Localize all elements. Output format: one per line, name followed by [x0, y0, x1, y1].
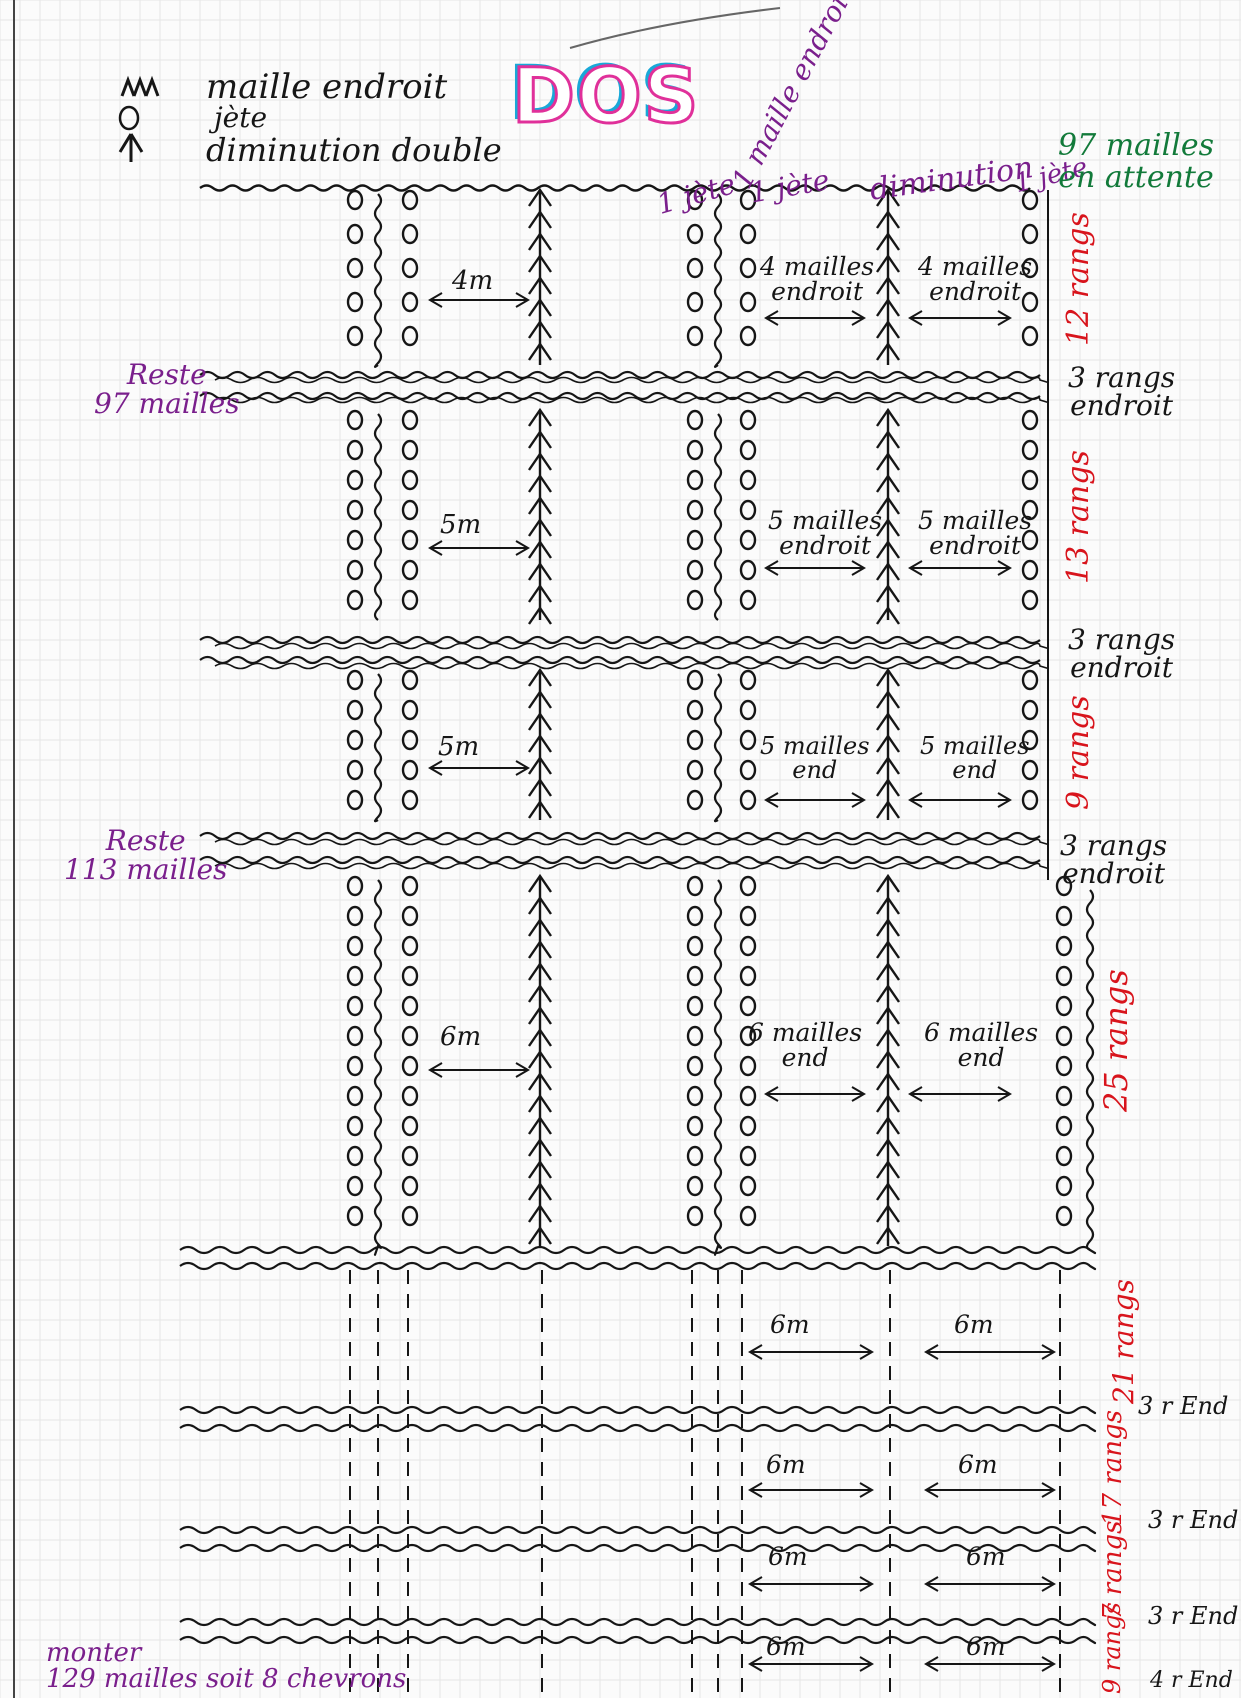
yarn-over-column	[1023, 441, 1037, 459]
yarn-over-column	[403, 701, 417, 719]
legend-label-knit: maille endroit	[206, 70, 447, 104]
lower-separator-wave	[180, 1545, 1095, 1551]
yarn-over-column	[403, 1207, 417, 1225]
separator-5-label: 3 r End	[1148, 1508, 1238, 1532]
section-2-left-count: 5m	[440, 512, 481, 538]
reste-97-note: Reste 97 mailles	[94, 360, 240, 419]
section-4-rows-label: 25 rangs	[1100, 969, 1132, 1112]
yarn-over-column	[1023, 701, 1037, 719]
edge-wave	[375, 880, 381, 1255]
section-5-mid-label: 6m	[770, 1312, 810, 1337]
yarn-over-column	[403, 1027, 417, 1045]
right-edge-wave	[1087, 890, 1093, 1250]
yarn-over-column	[741, 761, 755, 779]
separator-1-label: 3 rangs endroit	[1068, 364, 1175, 420]
yarn-over-column	[741, 441, 755, 459]
yarn-over-column	[1057, 907, 1071, 925]
section-1-left-count: 4m	[452, 268, 493, 294]
section-2-mid-label: 5 mailles endroit	[768, 508, 882, 558]
section-1-right-label: 4 mailles endroit	[918, 254, 1032, 304]
section-2-rows-label: 13 rangs	[1064, 450, 1094, 584]
yarn-over-column	[741, 327, 755, 345]
yarn-over-column	[403, 907, 417, 925]
section-6-rows-label: 17 rangs	[1100, 1410, 1126, 1526]
section-5-right-label: 6m	[954, 1312, 994, 1337]
section-3-mid-label: 5 mailles end	[760, 734, 870, 782]
yarn-over-column	[1057, 1027, 1071, 1045]
yarn-over-column	[403, 967, 417, 985]
section-8-mid-label: 6m	[766, 1634, 806, 1659]
separator-7-label: 4 r End	[1150, 1670, 1233, 1692]
stitches-on-hold-note: 97 mailles en attente	[1058, 130, 1214, 193]
lower-separator-wave	[180, 1247, 1095, 1253]
yarn-over-column	[1057, 1207, 1071, 1225]
section-8-rows-label: 9 rangs	[1100, 1602, 1124, 1694]
reste-113-note: Reste 113 mailles	[64, 826, 227, 885]
yarn-over-column	[741, 561, 755, 579]
yarn-over-column	[403, 1147, 417, 1165]
section-6-right-label: 6m	[958, 1452, 998, 1477]
legend-label-decrease: diminution double	[206, 134, 502, 166]
yarn-over-column	[1023, 327, 1037, 345]
section-3-left-count: 5m	[438, 734, 479, 760]
lower-separator-wave	[180, 1425, 1095, 1431]
section-5-rows-label: 21 rangs	[1110, 1279, 1138, 1404]
section-4-left-count: 6m	[440, 1024, 481, 1050]
yarn-over-column	[403, 293, 417, 311]
page-title: DOS	[512, 58, 700, 134]
yarn-over-column	[403, 501, 417, 519]
yarn-over-column	[1057, 1087, 1071, 1105]
section-4-mid-label: 6 mailles end	[748, 1020, 862, 1070]
section-7-mid-label: 6m	[768, 1544, 808, 1569]
yarn-over-column	[741, 501, 755, 519]
yarn-over-column	[403, 259, 417, 277]
knit-stitch-icon	[118, 74, 168, 100]
section-3-right-label: 5 mailles end	[920, 734, 1030, 782]
section-1-rows-label: 12 rangs	[1064, 212, 1094, 346]
yarn-over-column	[741, 701, 755, 719]
edge-wave	[715, 880, 721, 1255]
section-8-right-label: 6m	[966, 1634, 1006, 1659]
yarn-over-column	[403, 761, 417, 779]
section-1-mid-label: 4 mailles endroit	[760, 254, 874, 304]
section-2-right-label: 5 mailles endroit	[918, 508, 1032, 558]
yarn-over-column	[741, 1207, 755, 1225]
yarn-over-column	[403, 327, 417, 345]
yarn-over-column	[1057, 967, 1071, 985]
yarn-over-column	[403, 441, 417, 459]
yarn-over-column	[741, 293, 755, 311]
lower-separator-wave	[180, 1619, 1095, 1625]
yarn-over-column	[1057, 1147, 1071, 1165]
separator-2-label: 3 rangs endroit	[1068, 626, 1175, 682]
yarn-over-column	[741, 1087, 755, 1105]
section-7-right-label: 6m	[966, 1544, 1006, 1569]
double-decrease-icon	[116, 130, 146, 164]
separator-4-label: 3 r End	[1138, 1394, 1228, 1418]
separator-3-label: 3 rangs endroit	[1060, 832, 1167, 888]
yarn-over-column	[741, 907, 755, 925]
yarn-over-column	[741, 967, 755, 985]
section-4-right-label: 6 mailles end	[924, 1020, 1038, 1070]
yarn-over-column	[403, 561, 417, 579]
section-6-mid-label: 6m	[766, 1452, 806, 1477]
yarn-over-column	[741, 1147, 755, 1165]
legend-label-yarn-over: jète	[214, 104, 267, 132]
cast-on-note: monter 129 mailles soit 8 chevrons	[46, 1640, 406, 1692]
lower-separator-wave	[180, 1263, 1095, 1269]
yarn-over-column	[1023, 561, 1037, 579]
lower-separator-wave	[180, 1527, 1095, 1533]
lower-separator-wave	[180, 1407, 1095, 1413]
yarn-over-column	[741, 259, 755, 277]
separator-6-label: 3 r End	[1148, 1604, 1238, 1628]
stray-pencil-line	[570, 8, 780, 48]
yarn-over-icon	[117, 104, 141, 132]
yarn-over-column	[403, 1087, 417, 1105]
section-3-rows-label: 9 rangs	[1064, 695, 1094, 810]
